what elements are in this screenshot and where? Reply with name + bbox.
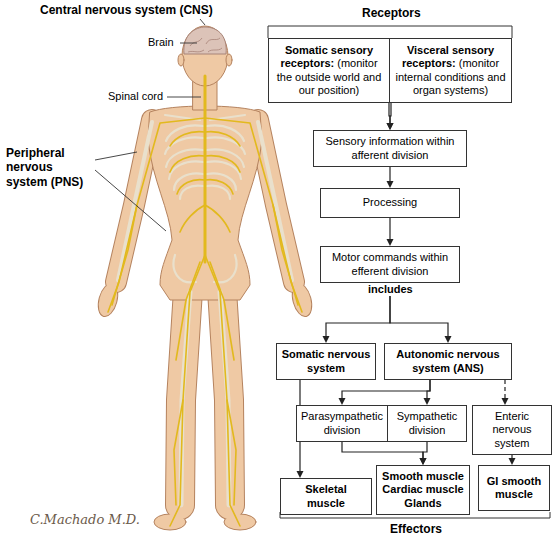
box-text: Motor commands within efferent division — [325, 251, 455, 277]
connector-line — [389, 218, 390, 240]
part-label: Brain — [148, 36, 174, 49]
label-text: Receptors — [362, 6, 421, 20]
flow-arrow — [342, 442, 427, 465]
label-text: Spinal cord — [108, 90, 163, 102]
box-label: Autonomic nervous system (ANS) — [396, 348, 499, 373]
connector-line — [342, 380, 430, 399]
signature: C.Machado M.D. — [30, 512, 140, 528]
label-text: Brain — [148, 36, 174, 48]
connector-line — [390, 103, 391, 124]
box-text: Sensory information within afferent divi… — [318, 135, 462, 161]
label-text: Central nervous system (CNS) — [40, 3, 213, 17]
box-label: GI smooth muscle — [487, 475, 541, 500]
box-label: Processing — [363, 196, 417, 208]
leader-lines — [95, 19, 205, 231]
box-text: Somatic nervous system — [281, 348, 371, 374]
process-box: Motor commands within efferent division — [320, 246, 460, 283]
arrow-head — [420, 458, 427, 465]
box-text: Somatic sensory receptors: (monitor the … — [273, 44, 385, 97]
flow-arrow — [509, 455, 516, 465]
effector-box: Smooth muscle Cardiac muscle Glands — [376, 465, 470, 515]
label-text: Peripheral nervous system (PNS) — [6, 146, 83, 189]
box-label: Smooth muscle Cardiac muscle Glands — [382, 470, 464, 508]
box-text: Sympathetic division — [392, 410, 462, 436]
group-label: Effectors — [390, 522, 442, 536]
flow-arrow — [339, 380, 431, 405]
arrow-head — [387, 123, 394, 130]
arrow-head — [420, 458, 427, 465]
box-label: Enteric nervous system — [492, 410, 531, 448]
arrow-head — [509, 458, 516, 465]
flow-arrow — [387, 167, 394, 188]
arrow-head — [502, 398, 509, 405]
arrow-head — [387, 123, 394, 130]
flow-arrow — [420, 442, 428, 465]
arrow-head — [339, 398, 346, 405]
group-label: Receptors — [362, 6, 421, 20]
part-label: Spinal cord — [108, 90, 163, 103]
system-label: Peripheral nervous system (PNS) — [6, 146, 92, 189]
flow-arrow — [387, 103, 394, 130]
connector-line — [423, 442, 427, 459]
box-text: Smooth muscle Cardiac muscle Glands — [381, 470, 465, 510]
box-text: GI smooth muscle — [483, 475, 545, 501]
connector-line — [389, 167, 390, 182]
division-box: Somatic nervous system — [276, 343, 376, 380]
division-box: Enteric nervous system — [472, 405, 552, 455]
process-box: Sensory information within afferent divi… — [313, 130, 467, 167]
connector-line — [342, 442, 423, 459]
box-text: Autonomic nervous system (ANS) — [389, 348, 507, 374]
connector-line — [389, 103, 390, 124]
connector-line — [427, 380, 430, 399]
flow-arrow — [387, 218, 394, 246]
box-text: Processing — [363, 196, 417, 209]
flow-arrow — [387, 103, 394, 130]
effector-box: GI smooth muscle — [478, 465, 550, 511]
brain — [184, 27, 226, 54]
box-text: Skeletal muscle — [285, 483, 367, 509]
nerves — [108, 76, 302, 526]
arrow-head — [445, 336, 452, 343]
box-label: Parasympathetic division — [301, 410, 383, 435]
connector-line — [504, 380, 505, 399]
connector-note: includes — [365, 283, 416, 296]
arrow-head — [297, 471, 304, 478]
system-label: Central nervous system (CNS) — [40, 3, 213, 17]
box-label: Motor commands within efferent division — [332, 251, 448, 276]
arrow-head — [424, 398, 431, 405]
receptor-box: Visceral sensory receptors: (monitor int… — [389, 38, 512, 103]
label-text: C.Machado M.D. — [30, 512, 140, 527]
box-text: Visceral sensory receptors: (monitor int… — [394, 44, 507, 97]
flow-arrow — [502, 380, 509, 405]
box-label: Sensory information within afferent divi… — [325, 135, 454, 160]
label-text: includes — [368, 283, 413, 295]
division-box: Autonomic nervous system (ANS) — [384, 343, 512, 380]
effector-box: Skeletal muscle — [280, 478, 372, 515]
division-box: Parasympathetic division — [296, 405, 388, 442]
receptor-box: Somatic sensory receptors: (monitor the … — [268, 38, 390, 103]
process-box: Processing — [320, 188, 460, 218]
box-label: Skeletal muscle — [305, 483, 347, 508]
arrow-head — [323, 336, 330, 343]
box-text: Parasympathetic division — [301, 410, 383, 436]
arrow-head — [387, 181, 394, 188]
flow-arrow — [424, 380, 431, 405]
box-label: Sympathetic division — [397, 410, 458, 435]
brackets — [268, 26, 550, 518]
arrow-head — [387, 239, 394, 246]
box-text: Enteric nervous system — [477, 410, 547, 450]
box-label: Somatic nervous system — [282, 348, 371, 373]
division-box: Sympathetic division — [387, 405, 467, 442]
label-text: Effectors — [390, 522, 442, 536]
